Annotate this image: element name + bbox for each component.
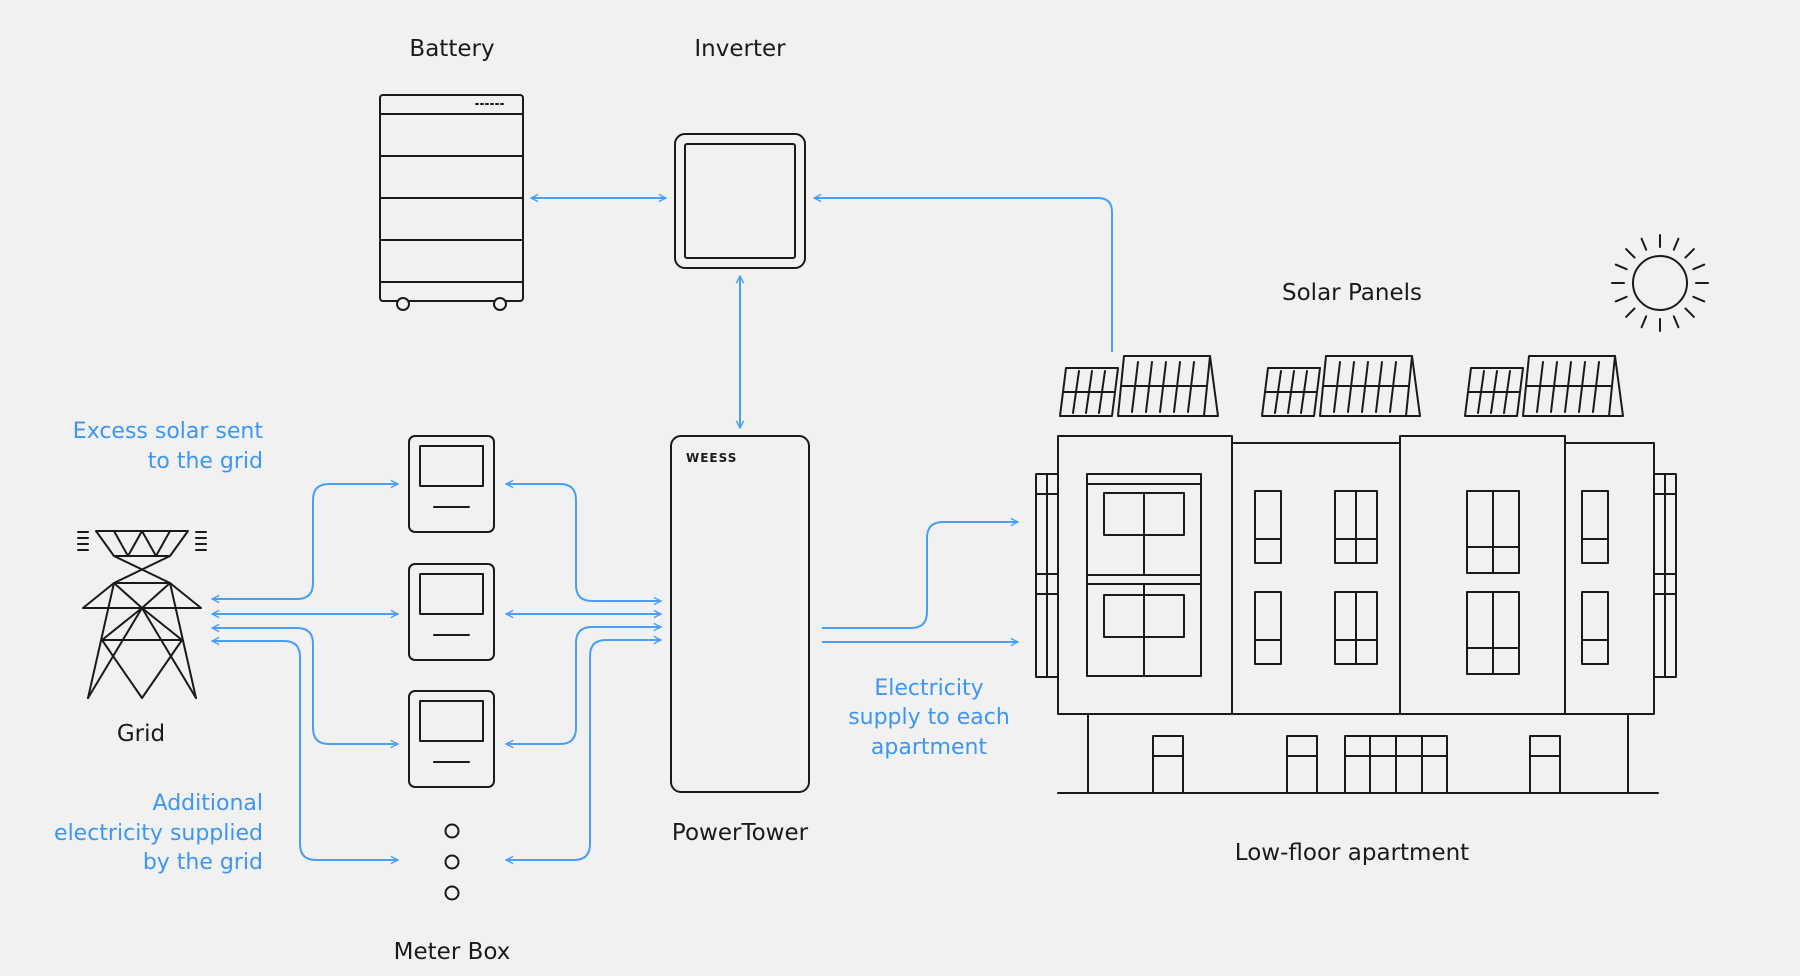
battery-icon (379, 94, 524, 311)
solar-panel-icon (1261, 355, 1421, 417)
additional-grid-annotation-line-3: by the grid (143, 850, 263, 875)
sun-ray (1692, 263, 1706, 271)
sun-ray (1640, 237, 1648, 251)
grid-label: Grid (117, 721, 165, 747)
flow-meter-1-powertower (506, 484, 661, 601)
flow-meter-3-powertower (506, 627, 661, 744)
sun-ray (1625, 248, 1636, 259)
solar-panel-icon (1464, 355, 1624, 417)
flow-grid-meter-3 (212, 628, 398, 744)
apartment-label: Low-floor apartment (1235, 840, 1469, 866)
sun-ray (1684, 307, 1695, 318)
flow-meter-more-powertower (506, 640, 661, 860)
meter-box-label: Meter Box (394, 939, 511, 965)
electricity-supply-annotation-line-2: supply to each (848, 705, 1010, 730)
apartment-building-icon (1035, 435, 1677, 794)
sun-ray (1614, 295, 1628, 303)
battery-label: Battery (409, 36, 494, 62)
sun-ray (1672, 315, 1680, 329)
solar-panel-icon (1059, 355, 1219, 417)
sun-ray (1684, 248, 1695, 259)
additional-grid-annotation-line-1: Additional (153, 791, 263, 816)
sun-ray (1692, 295, 1706, 303)
meter-icon (408, 435, 495, 533)
flow-solar-inverter (814, 198, 1113, 352)
flow-lines (212, 198, 1113, 860)
sun-ray (1640, 315, 1648, 329)
flow-grid-meter-more (212, 641, 398, 860)
meter-icon (408, 563, 495, 661)
sun-ray (1672, 237, 1680, 251)
sun-icon (1611, 234, 1709, 332)
flow-grid-meter-1 (212, 484, 398, 599)
inverter-icon (674, 133, 806, 269)
excess-solar-annotation-line-1: Excess solar sent (73, 419, 264, 444)
sun-ray (1614, 263, 1628, 271)
more-meters-dots (444, 823, 460, 901)
solar-panels-label: Solar Panels (1282, 280, 1422, 306)
powertower-icon: WEESS (670, 435, 810, 793)
grid-tower-icon (77, 530, 207, 699)
excess-solar-annotation-line-2: to the grid (148, 449, 263, 474)
powertower-label: PowerTower (672, 820, 809, 846)
meter-icon (408, 690, 495, 788)
electricity-supply-annotation-line-3: apartment (871, 735, 988, 760)
additional-grid-annotation-line-2: electricity supplied (54, 821, 263, 846)
electricity-supply-annotation-line-1: Electricity (874, 676, 983, 701)
powertower-brand: WEESS (686, 451, 737, 465)
inverter-label: Inverter (694, 36, 786, 62)
flow-powertower-apartment-1 (822, 522, 1018, 629)
sun-ray (1625, 307, 1636, 318)
